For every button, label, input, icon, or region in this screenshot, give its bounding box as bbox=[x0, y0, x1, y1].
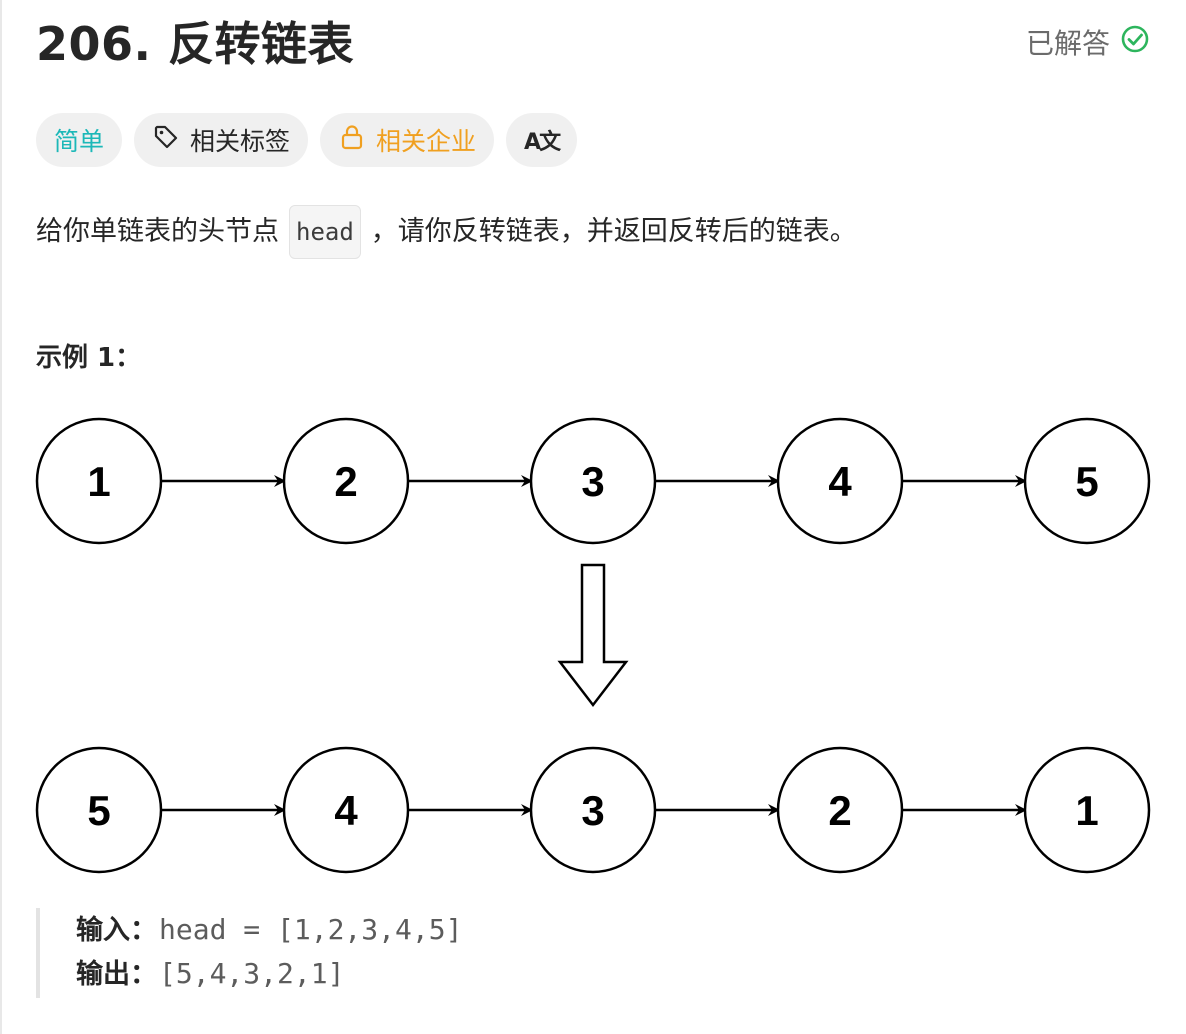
panel-divider bbox=[0, 0, 2, 1034]
top-node-label: 4 bbox=[828, 458, 852, 505]
output-value: [5,4,3,2,1] bbox=[159, 957, 345, 990]
check-circle-icon bbox=[1120, 24, 1150, 63]
bottom-node bbox=[1023, 746, 1151, 874]
bottom-node-label: 4 bbox=[334, 787, 358, 834]
bottom-node bbox=[282, 746, 410, 874]
top-node bbox=[776, 417, 904, 545]
topics-label: 相关标签 bbox=[190, 127, 291, 156]
difficulty-label: 简单 bbox=[54, 127, 105, 156]
bottom-node bbox=[529, 746, 657, 874]
inline-code-head: head bbox=[289, 205, 361, 259]
example-io-block: 输入： head = [1,2,3,4,5] 输出： [5,4,3,2,1] bbox=[36, 908, 636, 998]
lock-icon bbox=[338, 123, 366, 157]
example-input-row: 输入： head = [1,2,3,4,5] bbox=[76, 908, 636, 952]
topics-tag-button[interactable]: 相关标签 bbox=[134, 113, 309, 167]
difficulty-tag[interactable]: 简单 bbox=[36, 113, 123, 167]
top-node bbox=[282, 417, 410, 545]
example-output-row: 输出： [5,4,3,2,1] bbox=[76, 952, 636, 996]
bottom-list: 5 4 3 2 1 bbox=[35, 746, 1151, 874]
bottom-node bbox=[776, 746, 904, 874]
top-node bbox=[529, 417, 657, 545]
description-text-before: 给你单链表的头节点 bbox=[36, 216, 279, 247]
example-title: 示例 1： bbox=[36, 343, 142, 373]
solved-label: 已解答 bbox=[1025, 26, 1110, 60]
description-text-after: ，请你反转链表，并返回反转后的链表。 bbox=[370, 216, 857, 247]
translate-button[interactable]: A文 bbox=[506, 113, 578, 167]
top-node bbox=[1023, 417, 1151, 545]
bottom-node-label: 5 bbox=[87, 787, 110, 834]
linked-list-diagram: 1 2 3 4 5 5 4 3 2 1 bbox=[35, 417, 1151, 874]
bottom-node-label: 3 bbox=[581, 787, 604, 834]
bottom-node-label: 2 bbox=[828, 787, 851, 834]
top-node-label: 2 bbox=[334, 458, 357, 505]
bottom-node bbox=[35, 746, 163, 874]
top-node-label: 3 bbox=[581, 458, 604, 505]
output-label: 输出： bbox=[76, 959, 157, 990]
top-node-label: 1 bbox=[87, 458, 110, 505]
companies-tag-button[interactable]: 相关企业 bbox=[320, 113, 495, 167]
reverse-down-arrow bbox=[557, 563, 629, 708]
problem-title: 206. 反转链表 bbox=[36, 17, 355, 71]
translate-icon: A文 bbox=[524, 130, 561, 155]
problem-description: 给你单链表的头节点 head ，请你反转链表，并返回反转后的链表。 bbox=[36, 205, 857, 259]
bottom-node-label: 1 bbox=[1075, 787, 1098, 834]
tag-bar: 简单 相关标签 相关企业 A文 bbox=[36, 113, 578, 167]
input-label: 输入： bbox=[76, 915, 157, 946]
input-value: head = [1,2,3,4,5] bbox=[159, 913, 463, 946]
top-node bbox=[35, 417, 163, 545]
tag-icon bbox=[152, 123, 180, 157]
top-list: 1 2 3 4 5 bbox=[35, 417, 1151, 545]
companies-label: 相关企业 bbox=[376, 127, 477, 156]
solved-status: 已解答 bbox=[1026, 24, 1150, 63]
top-node-label: 5 bbox=[1075, 458, 1098, 505]
